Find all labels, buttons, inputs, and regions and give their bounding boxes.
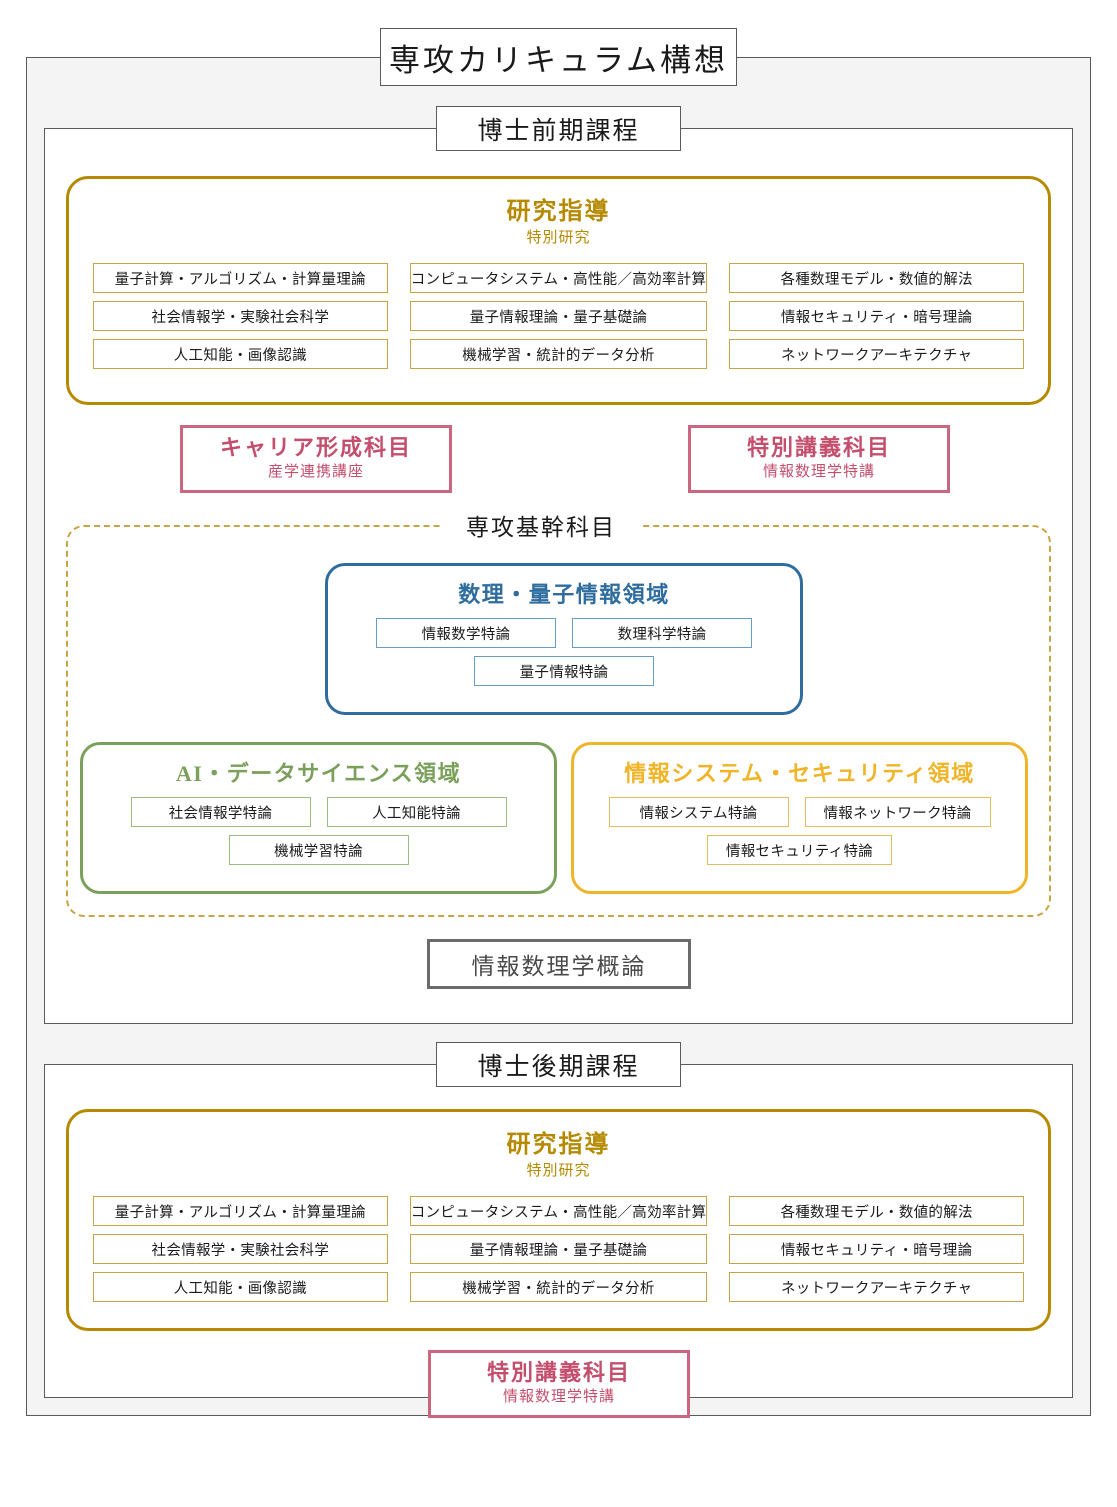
doctoral-research-guidance-box: 研究指導 特別研究 量子計算・アルゴリズム・計算量理論 コンピュータシステム・高… [66, 1109, 1051, 1331]
master-research-subheading: 特別研究 [526, 229, 591, 246]
page-title: 専攻カリキュラム構想 [380, 28, 737, 86]
research-item: ネットワークアーキテクチャ [729, 339, 1024, 370]
domain-course-row: 機械学習特論 [103, 835, 534, 866]
career-subheading: 産学連携講座 [267, 463, 364, 480]
master-program-title: 博士前期課程 [436, 106, 681, 151]
domain-course-rows: 情報数学特論 数理科学特論 量子情報特論 [328, 608, 800, 687]
domain-box-math-quantum: 数理・量子情報領域 情報数学特論 数理科学特論 量子情報特論 [325, 563, 803, 715]
research-item: 量子情報理論・量子基礎論 [409, 1234, 708, 1265]
research-item: コンピュータシステム・高性能／高効率計算 [409, 1196, 708, 1227]
course-chip: 量子情報特論 [474, 656, 654, 687]
course-chip: 人工知能特論 [326, 797, 507, 828]
research-item: 情報セキュリティ・暗号理論 [729, 301, 1024, 332]
course-chip: 情報システム特論 [608, 797, 789, 828]
course-chip: 情報ネットワーク特論 [804, 797, 991, 828]
domain-title: 数理・量子情報領域 [458, 582, 670, 607]
domain-title: 情報システム・セキュリティ領域 [624, 761, 975, 786]
domain-course-rows: 社会情報学特論 人工知能特論 機械学習特論 [83, 787, 554, 866]
course-chip: 数理科学特論 [572, 618, 752, 649]
master-special-lecture-subject-box: 特別講義科目 情報数理学特講 [688, 425, 950, 493]
domain-course-row: 情報数学特論 数理科学特論 [348, 618, 780, 649]
research-item: 社会情報学・実験社会科学 [93, 1234, 388, 1265]
master-research-guidance-box: 研究指導 特別研究 量子計算・アルゴリズム・計算量理論 コンピュータシステム・高… [66, 176, 1051, 405]
domain-course-row: 情報セキュリティ特論 [594, 835, 1005, 866]
special-lecture-subheading: 情報数理学特講 [762, 463, 875, 480]
doctoral-special-lecture-subject-box: 特別講義科目 情報数理学特講 [428, 1350, 690, 1418]
master-research-heading: 研究指導 [506, 199, 611, 225]
domain-course-row: 情報システム特論 情報ネットワーク特論 [594, 797, 1005, 828]
research-item: 各種数理モデル・数値的解法 [729, 1196, 1024, 1227]
doctoral-research-heading: 研究指導 [506, 1132, 611, 1158]
core-subjects-title: 専攻基幹科目 [441, 508, 641, 542]
career-development-subject-box: キャリア形成科目 産学連携講座 [180, 425, 452, 493]
doctoral-program-title: 博士後期課程 [436, 1042, 681, 1087]
course-chip: 社会情報学特論 [130, 797, 311, 828]
research-item: 人工知能・画像認識 [93, 1272, 388, 1303]
master-research-heading-group: 研究指導 特別研究 [69, 199, 1048, 249]
research-item: 量子計算・アルゴリズム・計算量理論 [93, 1196, 388, 1227]
career-heading: キャリア形成科目 [219, 434, 412, 460]
research-item: 各種数理モデル・数値的解法 [729, 263, 1024, 294]
research-item: 量子計算・アルゴリズム・計算量理論 [93, 263, 388, 294]
domain-course-row: 社会情報学特論 人工知能特論 [103, 797, 534, 828]
domain-box-ai-data-science: AI・データサイエンス領域 社会情報学特論 人工知能特論 機械学習特論 [80, 742, 557, 894]
research-item: 情報セキュリティ・暗号理論 [729, 1234, 1024, 1265]
research-item: 量子情報理論・量子基礎論 [409, 301, 708, 332]
course-chip: 機械学習特論 [228, 835, 409, 866]
research-item: 機械学習・統計的データ分析 [409, 339, 708, 370]
doctoral-research-item-grid: 量子計算・アルゴリズム・計算量理論 コンピュータシステム・高性能／高効率計算 各… [69, 1182, 1048, 1303]
domain-course-row: 量子情報特論 [348, 656, 780, 687]
domain-course-rows: 情報システム特論 情報ネットワーク特論 情報セキュリティ特論 [574, 787, 1025, 866]
research-item: 社会情報学・実験社会科学 [93, 301, 388, 332]
doctoral-research-subheading: 特別研究 [526, 1162, 591, 1179]
master-research-item-grid: 量子計算・アルゴリズム・計算量理論 コンピュータシステム・高性能／高効率計算 各… [69, 249, 1048, 370]
special-lecture-heading: 特別講義科目 [486, 1359, 631, 1385]
special-lecture-heading: 特別講義科目 [746, 434, 891, 460]
research-item: ネットワークアーキテクチャ [729, 1272, 1024, 1303]
doctoral-research-heading-group: 研究指導 特別研究 [69, 1132, 1048, 1182]
research-item: 人工知能・画像認識 [93, 339, 388, 370]
domain-title: AI・データサイエンス領域 [175, 761, 462, 786]
intro-course-box: 情報数理学概論 [427, 939, 691, 989]
special-lecture-subheading: 情報数理学特講 [502, 1388, 615, 1405]
research-item: 機械学習・統計的データ分析 [409, 1272, 708, 1303]
course-chip: 情報数学特論 [376, 618, 556, 649]
course-chip: 情報セキュリティ特論 [706, 835, 893, 866]
domain-box-info-systems-security: 情報システム・セキュリティ領域 情報システム特論 情報ネットワーク特論 情報セキ… [571, 742, 1028, 894]
research-item: コンピュータシステム・高性能／高効率計算 [409, 263, 708, 294]
